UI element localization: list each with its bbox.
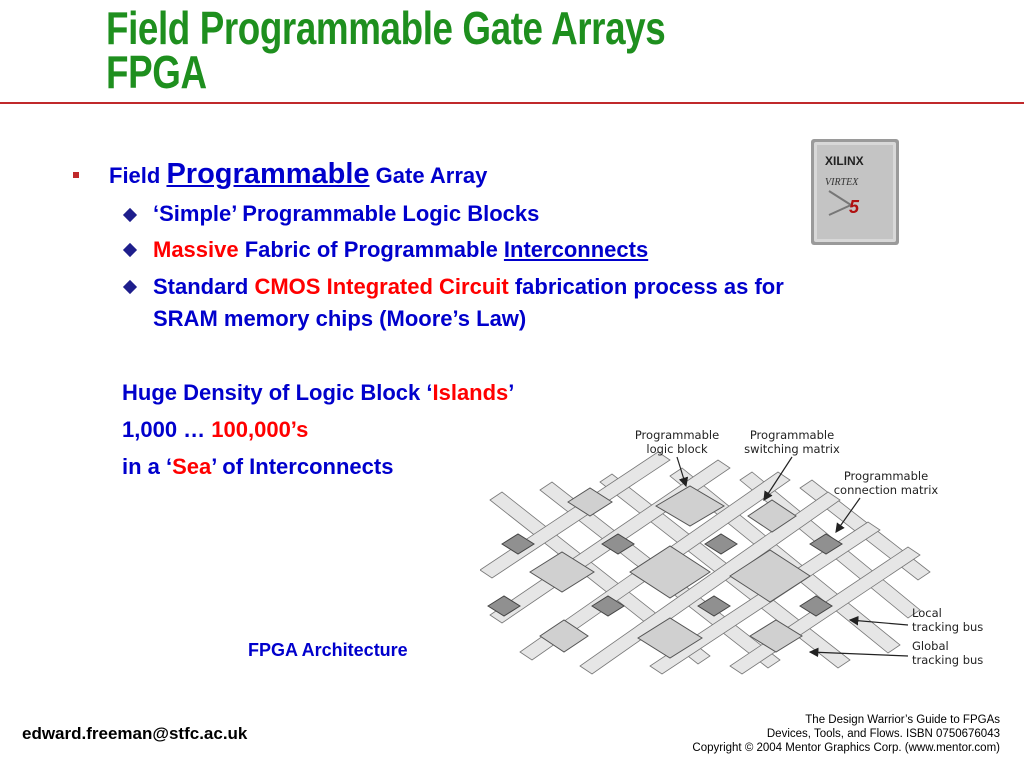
chip-gen-text: 5 [849,197,860,217]
diamond-bullet-icon [122,242,138,258]
sub-bullet-3-line-2: SRAM memory chips (Moore’s Law) [153,306,527,331]
sub-bullet-3: Standard CMOS Integrated Circuit fabrica… [153,274,784,300]
density-line-3-a: in a ‘ [122,454,173,479]
label-switching-matrix-2: switching matrix [744,442,840,456]
density-line-2: 1,000 … 100,000’s [122,417,308,443]
bullet-main-word-2: Programmable [166,158,370,190]
label-global-bus-2: tracking bus [912,653,983,667]
sub-bullet-2-text: Fabric of Programmable [238,237,504,262]
sub-bullet-2: Massive Fabric of Programmable Interconn… [153,237,648,263]
sub-bullet-3-text-c: fabrication process as for [508,274,784,299]
sub-bullet-2-highlight: Massive [153,237,239,262]
title-line-1: Field Programmable Gate Arrays [106,2,666,54]
bullet-main-word-1: Field [109,163,161,188]
label-connection-matrix-2: connection matrix [834,483,939,497]
label-local-bus-1: Local [912,606,942,620]
sub-bullet-3-text-a: Standard [153,274,255,299]
chip-model-text: VIRTEX [825,177,859,188]
slide-title: Field Programmable Gate Arrays FPGA [106,5,666,95]
density-line-3-c: ’ of Interconnects [211,454,394,479]
bullet-main-word-3: Gate Array [375,163,488,188]
sub-bullet-3-highlight: CMOS Integrated Circuit [254,274,509,299]
title-line-2: FPGA [106,46,207,98]
sub-bullet-2-underlined: Interconnects [503,237,649,262]
switch-matrices [487,533,843,617]
label-switching-matrix-1: Programmable [750,428,834,442]
diamond-bullet-icon [122,207,138,223]
xilinx-virtex-chip-image: XILINX VIRTEX 5 [809,133,905,248]
chip-brand-text: XILINX [825,154,864,168]
density-line-2-count: 100,000’s [211,417,309,442]
density-line-1-c: ’ [508,380,515,405]
density-line-3: in a ‘Sea’ of Interconnects [122,454,393,480]
fpga-architecture-diagram: Programmable logic block Programmable sw… [480,428,983,675]
reference-line-2: Devices, Tools, and Flows. ISBN 07506760… [766,728,1000,740]
square-bullet-icon [73,172,79,178]
diamond-bullet-icon [122,279,138,295]
density-line-1: Huge Density of Logic Block ‘Islands’ [122,380,514,406]
density-line-1-islands: Islands [432,380,509,405]
label-logic-block-2: logic block [646,442,708,456]
figure-caption: FPGA Architecture [248,640,408,660]
reference-line-3: Copyright © 2004 Mentor Graphics Corp. (… [692,742,1000,754]
sub-bullet-1: ‘Simple’ Programmable Logic Blocks [153,201,540,226]
logic-blocks [529,485,811,659]
callout-arrows [676,456,909,658]
label-logic-block-1: Programmable [635,428,719,442]
density-line-3-sea: Sea [172,454,212,479]
density-line-1-a: Huge Density of Logic Block ‘ [122,380,433,405]
bullet-main: Field Programmable Gate Array [109,158,487,191]
reference-line-1: The Design Warrior’s Guide to FPGAs [805,714,1000,726]
author-email: edward.freeman@stfc.ac.uk [22,724,248,743]
label-global-bus-1: Global [912,639,949,653]
title-divider [0,102,1024,104]
density-line-2-a: 1,000 … [122,417,212,442]
label-local-bus-2: tracking bus [912,620,983,634]
label-connection-matrix-1: Programmable [844,469,928,483]
